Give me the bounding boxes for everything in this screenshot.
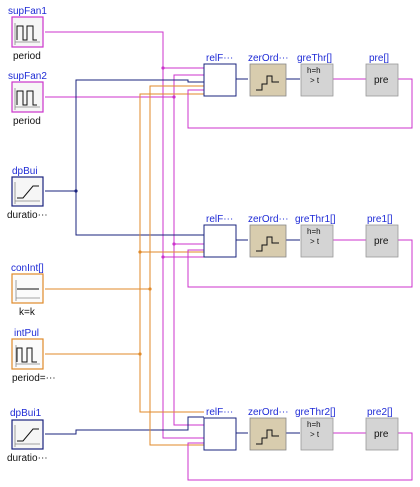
wire-dpbui1	[45, 416, 204, 435]
pre-label: pre2[]	[367, 407, 393, 418]
row-3: relF⋯ zerOrd⋯ greThr2[] h=h > t pre2[] p…	[203, 407, 399, 451]
source-block-dpbui[interactable]: dpBui duratio⋯	[7, 166, 48, 221]
pre-text: pre	[374, 75, 389, 86]
greater-threshold-block[interactable]: greThr1[] h=h > t	[295, 214, 336, 258]
zoh-label: zerOrd⋯	[248, 53, 289, 64]
pre-label: pre1[]	[367, 214, 393, 225]
gre-bottom-text: > t	[310, 430, 320, 439]
relay-block[interactable]: relF⋯	[203, 53, 237, 97]
source-param: duratio⋯	[7, 453, 48, 464]
source-name: supFan1	[8, 6, 47, 17]
wire-dpbui	[45, 79, 204, 192]
gre-label: greThr[]	[297, 53, 332, 64]
row3-feedback	[187, 432, 413, 481]
source-param: duratio⋯	[7, 210, 48, 221]
wire-conint-b	[149, 289, 204, 446]
source-param: period	[13, 51, 41, 62]
zero-order-hold-block[interactable]: zerOrd⋯	[248, 407, 289, 451]
gre-top-text: h=h	[307, 66, 321, 75]
row-2: relF⋯ zerOrd⋯ greThr1[] h=h > t pre1[] p…	[203, 214, 399, 258]
source-name: supFan2	[8, 71, 47, 82]
relay-block[interactable]: relF⋯	[203, 214, 237, 258]
wire-supfan2-c	[173, 244, 204, 426]
wire-supfan1-c	[162, 257, 204, 439]
source-name: dpBui1	[10, 408, 42, 419]
source-param: period	[13, 116, 41, 127]
relay-label: relF⋯	[206, 214, 233, 225]
source-block-dpbui1[interactable]: dpBui1 duratio⋯	[7, 408, 48, 464]
pre-block[interactable]: pre[] pre	[365, 53, 399, 97]
pre-block[interactable]: pre1[] pre	[365, 214, 399, 258]
pre-block[interactable]: pre2[] pre	[365, 407, 399, 451]
wire-intpul-b	[139, 354, 204, 413]
source-block-supfan1[interactable]: supFan1 period	[8, 6, 47, 62]
source-block-intpul[interactable]: intPul period=⋯	[11, 328, 56, 384]
pre-text: pre	[374, 236, 389, 247]
zoh-label: zerOrd⋯	[248, 214, 289, 225]
gre-label: greThr2[]	[295, 407, 336, 418]
pre-text: pre	[374, 429, 389, 440]
gre-top-text: h=h	[307, 420, 321, 429]
source-param: period=⋯	[12, 373, 56, 384]
wire-intpul-c	[139, 93, 204, 252]
source-name: conInt[]	[11, 263, 44, 274]
gre-bottom-text: > t	[310, 76, 320, 85]
zero-order-hold-block[interactable]: zerOrd⋯	[248, 53, 289, 97]
zoh-label: zerOrd⋯	[248, 407, 289, 418]
greater-threshold-block[interactable]: greThr2[] h=h > t	[295, 407, 336, 451]
relay-label: relF⋯	[206, 407, 233, 418]
source-block-supfan2[interactable]: supFan2 period	[8, 71, 47, 127]
wire-supfan2-b	[173, 97, 204, 245]
gre-top-text: h=h	[307, 227, 321, 236]
wire-dpbui-b	[75, 191, 204, 236]
row1-feedback	[187, 78, 413, 129]
source-name: dpBui	[12, 166, 38, 177]
relay-block[interactable]: relF⋯	[203, 407, 237, 451]
junctions	[74, 66, 176, 356]
gre-label: greThr1[]	[295, 214, 336, 225]
wire-conint	[45, 85, 204, 290]
wire-supfan1	[45, 31, 204, 69]
wires	[45, 31, 413, 481]
source-param: k=k	[19, 307, 36, 318]
greater-threshold-block[interactable]: greThr[] h=h > t	[297, 53, 334, 97]
wire-intpul	[45, 251, 204, 355]
pre-label: pre[]	[369, 53, 389, 64]
source-block-conint[interactable]: conInt[] k=k	[11, 263, 44, 318]
zero-order-hold-block[interactable]: zerOrd⋯	[248, 214, 289, 258]
row-1: relF⋯ zerOrd⋯ greThr[] h=h > t pre[] pre	[203, 53, 399, 97]
wire-supfan1-b	[162, 68, 204, 258]
relay-label: relF⋯	[206, 53, 233, 64]
gre-bottom-text: > t	[310, 237, 320, 246]
row2-feedback	[187, 239, 413, 288]
source-name: intPul	[14, 328, 39, 339]
